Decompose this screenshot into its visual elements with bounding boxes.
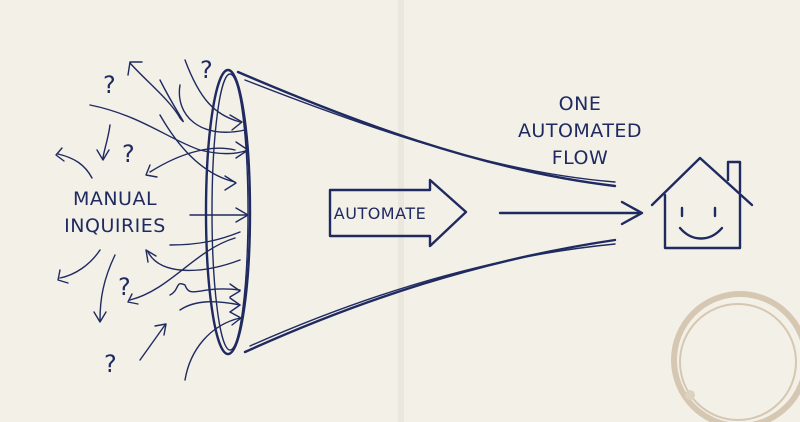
automate-arrow [328, 178, 468, 248]
page-fold [398, 0, 404, 422]
result-label-line1: ONE [559, 93, 602, 115]
question-mark-icon: ? [122, 140, 135, 168]
smiley-house-icon [650, 156, 754, 250]
source-label-line1: MANUAL [73, 188, 157, 210]
question-mark-icon: ? [103, 71, 116, 99]
result-label-line3: FLOW [552, 147, 609, 169]
coffee-stain [671, 291, 800, 422]
question-mark-icon: ? [118, 273, 131, 301]
source-label-line2: INQUIRIES [64, 215, 166, 237]
question-mark-icon: ? [200, 56, 213, 84]
question-mark-icon: ? [104, 350, 117, 378]
process-label: AUTOMATE [334, 204, 426, 223]
output-arrow [498, 200, 644, 226]
funnel-icon [204, 68, 617, 356]
result-label-line2: AUTOMATED [518, 120, 642, 142]
